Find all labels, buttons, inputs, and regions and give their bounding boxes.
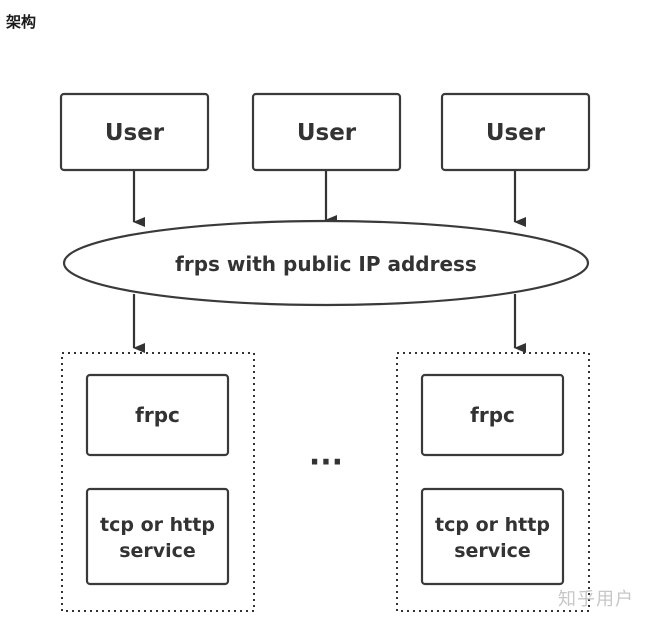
frpc-label-1: frpc bbox=[135, 403, 180, 427]
frps-node: frps with public IP address bbox=[62, 219, 590, 307]
user-label-3: User bbox=[486, 120, 546, 146]
page-heading: 架构 bbox=[6, 13, 37, 31]
user-label-2: User bbox=[297, 120, 357, 146]
client-group-1 bbox=[61, 352, 255, 612]
service-node-1: tcp or http service bbox=[85, 487, 230, 586]
service-label-1-line2: service bbox=[119, 540, 196, 562]
service-label-2-line2: service bbox=[454, 540, 531, 562]
more-clients-ellipsis: ··· bbox=[309, 445, 343, 480]
service-label-1-line1: tcp or http bbox=[100, 514, 215, 536]
user-node-2: User bbox=[251, 92, 402, 172]
frpc-label-2: frpc bbox=[470, 403, 515, 427]
service-node-2: tcp or http service bbox=[420, 487, 565, 586]
frpc-node-2: frpc bbox=[420, 373, 565, 457]
service-label-2-line1: tcp or http bbox=[435, 514, 550, 536]
frps-label: frps with public IP address bbox=[175, 252, 477, 276]
frpc-node-1: frpc bbox=[85, 373, 230, 457]
user-node-3: User bbox=[440, 92, 591, 172]
client-group-2 bbox=[396, 352, 590, 612]
zhihu-watermark: 知乎用户 bbox=[558, 589, 634, 610]
user-label-1: User bbox=[105, 120, 165, 146]
user-node-1: User bbox=[59, 92, 210, 172]
